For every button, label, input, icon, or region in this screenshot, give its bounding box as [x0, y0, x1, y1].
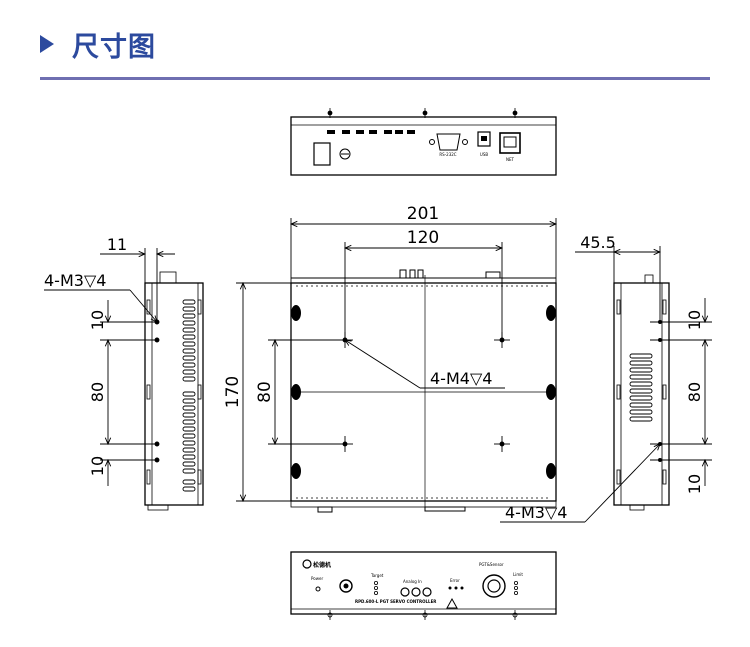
dimension-45-5: [575, 246, 660, 322]
dim-edge-bottom: 10: [88, 456, 107, 476]
dim-edge-top-right: 10: [685, 310, 704, 330]
dim-width-overall: 201: [407, 204, 439, 224]
front-panel-view: 松德机 Power Target Analog In Error PGT&Sen…: [290, 551, 557, 620]
right-side-view: [613, 274, 670, 511]
left-side-view: [144, 271, 204, 511]
section-header: 尺寸图: [40, 24, 156, 64]
dimension-201: [291, 218, 556, 283]
front-power-label: Power: [311, 576, 323, 581]
dimension-left-vertical: [100, 300, 157, 486]
dimension-120: [345, 242, 502, 340]
target-leds: [373, 581, 378, 596]
fuse-icon: [339, 148, 351, 160]
front-pgt-label: PGT&Sensor: [479, 562, 504, 567]
port-label: RS-232C: [439, 152, 456, 157]
front-model-label: RPD.600-L PGT SERVO CONTROLLER: [355, 599, 436, 604]
dim-depth-overall: 170: [223, 376, 243, 408]
terminal-pins: [327, 130, 415, 134]
callout-m3-right: 4-M3▽4: [505, 503, 567, 522]
analog-input-connectors: [400, 587, 432, 597]
warning-triangle-icon: [446, 597, 458, 609]
front-analog-label: Analog In: [403, 579, 422, 584]
dimension-170: [236, 283, 291, 501]
brand-logo-icon: [302, 559, 312, 569]
header-divider: [40, 77, 710, 80]
dim-side-offset-right: 45.5: [580, 233, 616, 252]
power-led-icon: [315, 586, 321, 592]
dim-hole-spacing-y: 80: [255, 381, 275, 403]
vent-slots: [182, 299, 196, 492]
side-holes-left: [154, 319, 160, 463]
port-label: USB: [480, 152, 488, 157]
dim-hole-spacing-x: 120: [407, 228, 439, 248]
front-limit-label: Limit: [513, 572, 523, 577]
dimension-80-top: [268, 340, 345, 444]
callout-m3-left: 4-M3▽4: [44, 271, 106, 290]
rear-panel-view: RS-232C USB NET: [290, 108, 557, 176]
ethernet-port-icon: [499, 132, 521, 154]
error-leds: [448, 586, 464, 590]
dim-side-offset: 11: [107, 235, 127, 254]
rubber-feet: [291, 305, 556, 479]
usb-port-icon: [477, 131, 491, 147]
dimension-11: [100, 248, 175, 322]
triangle-marker-icon: [40, 35, 54, 53]
dim-side-spacing-right: 80: [685, 382, 704, 402]
front-brand: 松德机: [313, 561, 331, 569]
front-error-label: Error: [450, 578, 460, 583]
side-holes-right: [658, 320, 662, 462]
port-label: NET: [506, 157, 515, 162]
dim-side-spacing: 80: [88, 382, 107, 402]
sensor-connector-icon: [339, 579, 353, 593]
top-view: [290, 269, 557, 513]
front-target-label: Target: [370, 573, 384, 578]
db9-connector-icon: [429, 133, 468, 151]
limit-leds: [514, 581, 519, 596]
dim-edge-bottom-right: 10: [685, 474, 704, 494]
dim-edge-top: 10: [88, 310, 107, 330]
page-title: 尺寸图: [72, 31, 156, 63]
pgt-sensor-connector-icon: [482, 574, 506, 598]
rear-mount-crosshairs: [327, 108, 518, 118]
power-switch-icon: [313, 142, 331, 166]
vent-slots-right: [629, 353, 653, 422]
callout-m4-holes: 4-M4▽4: [430, 369, 492, 388]
